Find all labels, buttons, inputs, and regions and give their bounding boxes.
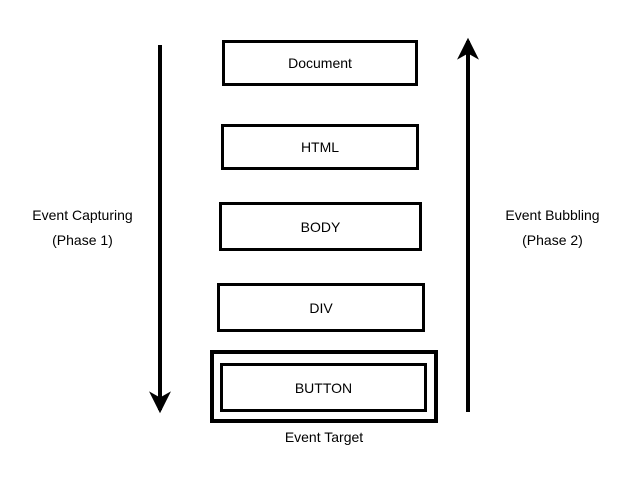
node-box-body: BODY <box>219 202 422 251</box>
capture-annotation-line1: Event Capturing <box>32 207 133 223</box>
node-box-div: DIV <box>217 283 425 332</box>
node-box-document: Document <box>222 40 418 86</box>
node-box-html: HTML <box>221 124 419 170</box>
node-box-button: BUTTON <box>220 363 427 412</box>
bubble-annotation: Event Bubbling (Phase 2) <box>475 203 630 253</box>
bubble-annotation-line2: (Phase 2) <box>522 232 583 248</box>
capture-annotation: Event Capturing (Phase 1) <box>5 203 160 253</box>
event-target-caption: Event Target <box>284 429 364 445</box>
event-target-outer-box: BUTTON <box>210 350 438 423</box>
node-label-button: BUTTON <box>294 379 353 396</box>
node-label-document: Document <box>288 55 352 71</box>
node-label-html: HTML <box>300 139 340 155</box>
capture-annotation-line2: (Phase 1) <box>52 232 113 248</box>
node-label-body: BODY <box>300 218 341 235</box>
bubble-annotation-line1: Event Bubbling <box>505 207 600 223</box>
node-label-div: DIV <box>309 299 333 316</box>
